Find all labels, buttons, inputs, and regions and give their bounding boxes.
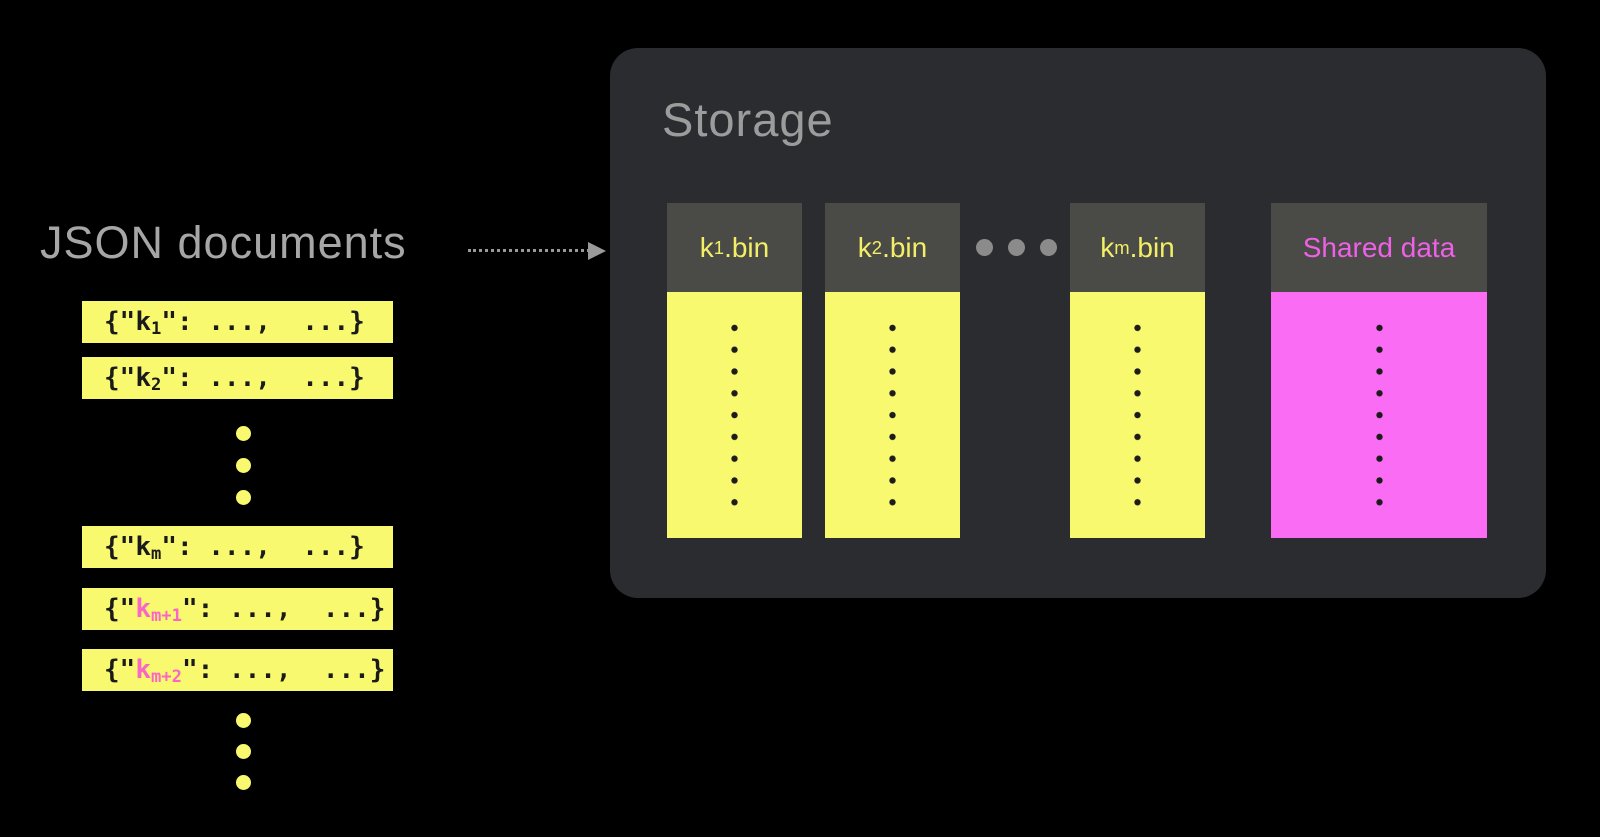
json-doc-row-k1: {"k1": ..., ...} — [82, 301, 393, 343]
doc-text: {"k2": ..., ...} — [104, 363, 365, 395]
shared-column-body — [1271, 292, 1487, 538]
yellow-dot — [236, 426, 251, 441]
yellow-dot — [236, 775, 251, 790]
shared-data-label: Shared data — [1271, 203, 1487, 292]
arrow-dotted-line — [468, 249, 590, 252]
arrow-head-icon — [588, 242, 606, 260]
json-doc-row-k2: {"k2": ..., ...} — [82, 357, 393, 399]
doc-text: {"km": ..., ...} — [104, 532, 365, 564]
doc-key-subscript: 2 — [150, 374, 162, 395]
yellow-dot — [236, 713, 251, 728]
bin-column-body — [667, 292, 802, 538]
json-doc-row-km2: {"km+2": ..., ...} — [82, 649, 393, 691]
doc-key: k — [135, 307, 151, 337]
gray-dot — [1040, 239, 1057, 256]
vertical-ellipsis — [731, 317, 738, 513]
json-doc-row-km: {"km": ..., ...} — [82, 526, 393, 568]
bin-column-body — [825, 292, 960, 538]
doc-key-highlighted: k — [135, 594, 151, 624]
bin-column-body — [1070, 292, 1205, 538]
storage-title: Storage — [662, 93, 834, 146]
yellow-dot — [236, 490, 251, 505]
doc-key: k — [135, 532, 151, 562]
horizontal-ellipsis-columns — [976, 239, 1057, 256]
yellow-dot — [236, 744, 251, 759]
gray-dot — [1008, 239, 1025, 256]
doc-text: {"km+2": ..., ...} — [104, 655, 386, 687]
vertical-ellipsis — [889, 317, 896, 513]
doc-key-subscript: m — [150, 543, 162, 564]
vertical-ellipsis — [1375, 317, 1383, 513]
doc-text: {"k1": ..., ...} — [104, 307, 365, 339]
doc-text: {"km+1": ..., ...} — [104, 594, 386, 626]
doc-key-highlighted: k — [135, 655, 151, 685]
yellow-dot — [236, 458, 251, 473]
doc-key-subscript: m+1 — [150, 605, 182, 626]
json-doc-row-km1: {"km+1": ..., ...} — [82, 588, 393, 630]
vertical-ellipsis-docs-bottom — [236, 713, 251, 790]
doc-key-subscript: m+2 — [150, 666, 182, 687]
doc-key: k — [135, 363, 151, 393]
doc-key-subscript: 1 — [150, 318, 162, 339]
gray-dot — [976, 239, 993, 256]
vertical-ellipsis — [1134, 317, 1141, 513]
json-documents-label: JSON documents — [40, 217, 407, 268]
vertical-ellipsis-docs-top — [236, 426, 251, 505]
